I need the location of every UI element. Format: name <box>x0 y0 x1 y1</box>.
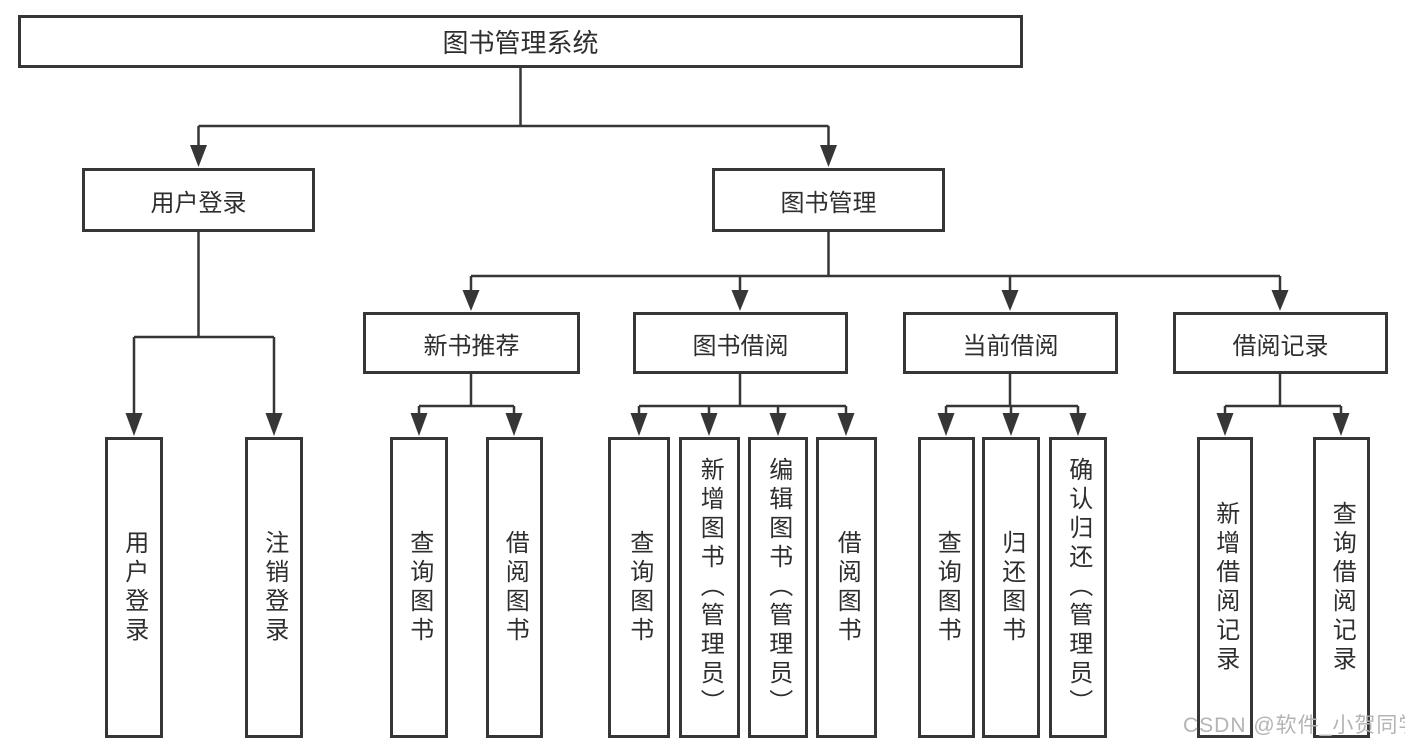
node-label: 图书管理系统 <box>442 28 599 58</box>
leaf-add-borrow-record: 新增借阅记录 <box>1197 437 1253 738</box>
leaf-logout: 注销登录 <box>245 437 303 738</box>
node-label: 归还图书 <box>997 529 1025 646</box>
node-label: 当前借阅 <box>962 332 1059 360</box>
node-label: 注销登录 <box>260 529 288 646</box>
node-book-borrowing: 图书借阅 <box>633 312 848 374</box>
csdn-watermark: CSDN @软件_小贺同学 <box>1183 714 1405 737</box>
leaf-user-login: 用户登录 <box>105 437 163 738</box>
node-label: 查询图书 <box>625 529 653 646</box>
node-borrowing-records: 借阅记录 <box>1173 312 1388 374</box>
node-library-management-system: 图书管理系统 <box>18 15 1023 68</box>
node-new-book-recommendation: 新书推荐 <box>363 312 580 374</box>
node-label: 确认归还（管理员） <box>1064 457 1092 718</box>
node-label: 借阅图书 <box>501 529 529 646</box>
leaf-edit-book-admin: 编辑图书（管理员） <box>748 437 808 738</box>
node-book-management: 图书管理 <box>712 168 945 232</box>
leaf-add-book-admin: 新增图书（管理员） <box>679 437 740 738</box>
leaf-borrow-books: 借阅图书 <box>816 437 877 738</box>
leaf-query-books-current: 查询图书 <box>918 437 975 738</box>
node-label: 查询图书 <box>405 529 433 646</box>
node-label: 新增借阅记录 <box>1211 500 1239 675</box>
node-label: 借阅图书 <box>833 529 861 646</box>
node-label: 图书借阅 <box>692 332 789 360</box>
node-label: 查询图书 <box>933 529 961 646</box>
node-label: 新书推荐 <box>423 332 520 360</box>
node-label: 借阅记录 <box>1232 332 1329 360</box>
node-label: 新增图书（管理员） <box>696 457 724 718</box>
leaf-return-books: 归还图书 <box>982 437 1040 738</box>
node-label: 用户登录 <box>150 189 247 217</box>
leaf-query-borrow-record: 查询借阅记录 <box>1313 437 1370 738</box>
node-label: 图书管理 <box>780 189 877 217</box>
node-user-login: 用户登录 <box>82 168 315 232</box>
leaf-query-books-borrowing: 查询图书 <box>608 437 670 738</box>
leaf-confirm-return-admin: 确认归还（管理员） <box>1049 437 1107 738</box>
node-current-borrowing: 当前借阅 <box>903 312 1118 374</box>
leaf-query-books-recommend: 查询图书 <box>390 437 448 738</box>
node-label: 查询借阅记录 <box>1328 500 1356 675</box>
node-label: 编辑图书（管理员） <box>764 457 792 718</box>
leaf-borrow-books-recommend: 借阅图书 <box>486 437 543 738</box>
node-label: 用户登录 <box>120 529 148 646</box>
